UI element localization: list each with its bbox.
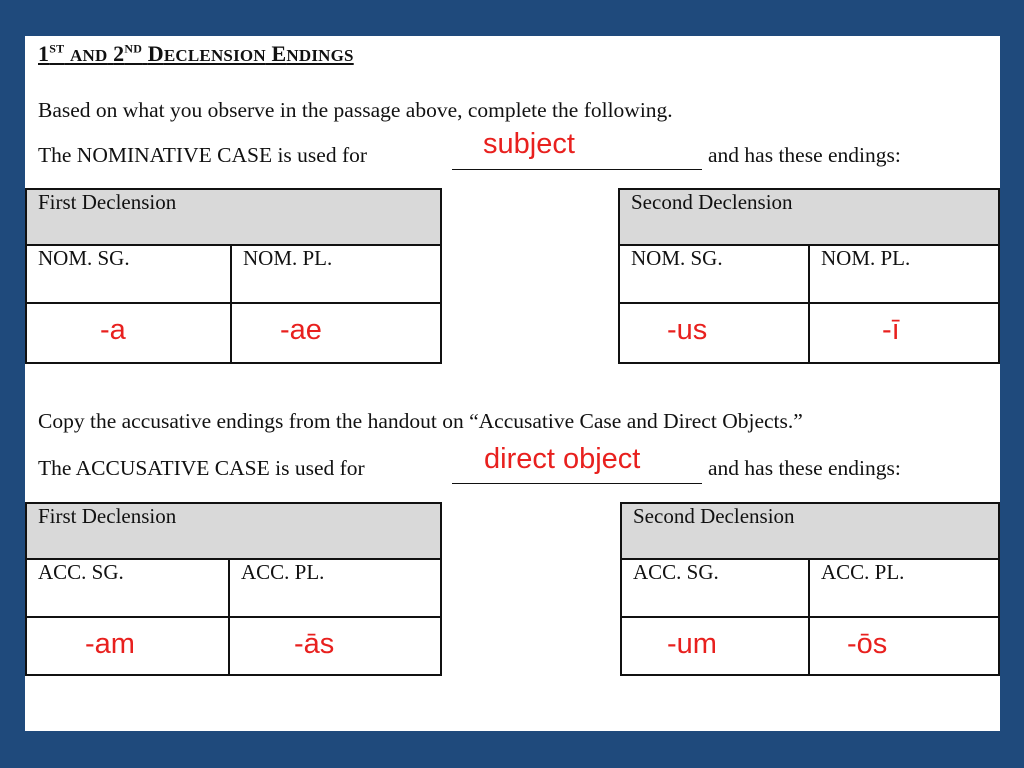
answer-cell-nom-pl: -ī (808, 302, 1000, 364)
column-header-nom-sg: NOM. SG. (618, 244, 810, 304)
column-header-acc-pl: ACC. PL. (808, 558, 1000, 618)
nominative-answer: subject (483, 128, 575, 160)
nominative-suffix: and has these endings: (708, 143, 901, 167)
answer-cell-acc-sg: -um (620, 616, 810, 676)
column-header-nom-pl: NOM. PL. (230, 244, 442, 304)
accusative-suffix: and has these endings: (708, 456, 901, 480)
table-header: First Declension (25, 188, 442, 246)
answer-cell-acc-sg: -am (25, 616, 230, 676)
title-number-2: 2 (113, 41, 125, 66)
title-number-1: 1 (38, 41, 50, 66)
accusative-answer: direct object (484, 443, 641, 475)
table-header: First Declension (25, 502, 442, 560)
title-ndings: NDINGS (286, 46, 354, 65)
title-ordinal-1: ST (49, 41, 65, 56)
title-ordinal-2: ND (124, 41, 143, 56)
worksheet-page: 1ST AND 2ND DECLENSION ENDINGS Based on … (25, 36, 1000, 731)
accusative-answer-blank (452, 483, 702, 484)
answer-cell-acc-pl: -ās (228, 616, 442, 676)
nominative-prefix: The NOMINATIVE CASE is used for (38, 143, 368, 167)
column-header-nom-pl: NOM. PL. (808, 244, 1000, 304)
nominative-answer-blank (452, 169, 702, 170)
title-eclension: ECLENSION (163, 46, 266, 65)
answer-cell-acc-pl: -ōs (808, 616, 1000, 676)
page-title: 1ST AND 2ND DECLENSION ENDINGS (38, 41, 354, 67)
accusative-prefix: The ACCUSATIVE CASE is used for (38, 456, 365, 480)
title-initial-e: E (271, 41, 287, 66)
title-initial-d: D (147, 41, 164, 66)
title-and: AND (69, 46, 108, 65)
column-header-nom-sg: NOM. SG. (25, 244, 232, 304)
column-header-acc-sg: ACC. SG. (25, 558, 230, 618)
table-header: Second Declension (620, 502, 1000, 560)
column-header-acc-pl: ACC. PL. (228, 558, 442, 618)
accusative-intro: Copy the accusative endings from the han… (38, 409, 803, 433)
answer-cell-nom-sg: -us (618, 302, 810, 364)
table-header: Second Declension (618, 188, 1000, 246)
answer-cell-nom-sg: -a (25, 302, 232, 364)
nominative-intro: Based on what you observe in the passage… (38, 98, 673, 122)
column-header-acc-sg: ACC. SG. (620, 558, 810, 618)
answer-cell-nom-pl: -ae (230, 302, 442, 364)
